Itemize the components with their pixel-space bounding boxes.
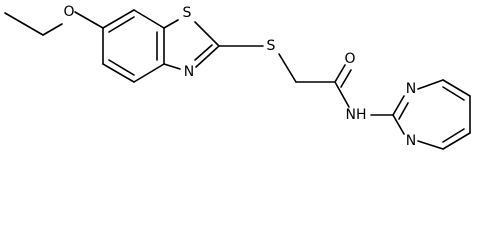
bond [133,9,165,29]
bonds [4,9,471,150]
bond [163,19,179,29]
bond [334,64,346,83]
bond [194,21,220,47]
bond [278,53,297,83]
bond [102,63,135,83]
atom-label-nh-amide: NH [346,107,367,123]
atom-label-n-pyrimidine-top: N [406,81,416,97]
atom-label-n-pyrimidine-bottom: N [406,133,416,149]
bond [163,63,181,70]
bond [42,23,63,36]
bond [334,81,350,108]
atom-label-s-thioether: S [267,38,276,54]
bond [194,44,213,61]
bond [417,79,444,90]
atom-label-s-ring: S [183,5,192,21]
bond [417,140,444,150]
atom-labels: O S N S O NH N N [63,4,416,149]
bond [108,59,135,76]
bond [392,95,405,116]
atom-label-o-ether: O [63,4,74,20]
bond [102,9,135,29]
bond [133,63,165,83]
bond [442,79,471,97]
bond [442,128,465,143]
bond [74,11,104,29]
atom-label-o-carbonyl: O [344,51,355,67]
bond [442,86,465,101]
atom-label-n-thiazole: N [184,64,194,80]
bond [392,114,405,135]
bond [398,102,409,120]
structure-diagram: O S N S O NH N N [4,4,471,150]
bond [108,16,135,33]
bond [442,132,471,150]
bond [340,69,352,88]
bond [195,45,220,68]
bond [4,12,44,36]
